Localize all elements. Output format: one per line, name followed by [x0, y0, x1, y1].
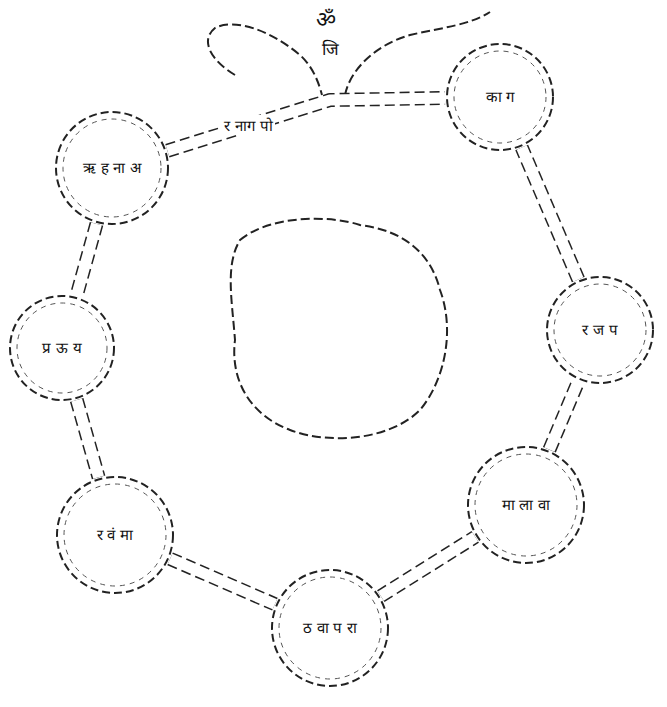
yantra-circle: का ग — [445, 42, 555, 152]
circle-inner-ring — [454, 51, 546, 143]
band-outline — [381, 537, 475, 596]
circle-ring — [56, 112, 168, 224]
yantra-circle: मा ला वा — [466, 445, 586, 565]
band-text: र नाग पो — [222, 115, 275, 135]
serpent-left — [208, 24, 322, 95]
circle-ring — [57, 477, 173, 593]
band-fill — [381, 537, 475, 596]
circle-text: र वं मा — [76, 526, 154, 545]
circle-text: मा ला वा — [487, 496, 565, 515]
yantra-circle: ऋ ह ना अ — [54, 110, 170, 226]
circle-ring — [272, 570, 388, 686]
band-outline — [77, 224, 97, 296]
band-fill — [77, 224, 97, 296]
yantra-circle: र ज प — [545, 275, 655, 385]
yantra-circle: प्र ऊ य — [8, 294, 116, 402]
circle-ring — [10, 296, 114, 400]
circle-text: का ग — [464, 88, 536, 107]
band-connector — [77, 224, 97, 296]
band-outline — [170, 559, 275, 604]
circle-ring — [547, 277, 653, 383]
band-fill — [170, 559, 275, 604]
band-connector — [522, 148, 579, 280]
circle-inner-ring — [17, 303, 107, 393]
band-fill — [167, 98, 445, 151]
circle-inner-ring — [64, 484, 166, 586]
band-fill — [522, 148, 579, 280]
band-fill — [549, 381, 578, 450]
band-outline — [167, 98, 445, 151]
band-connector — [549, 381, 578, 450]
band-outline — [522, 148, 579, 280]
circle-text: ठ वा प रा — [291, 619, 369, 638]
circle-inner-ring — [63, 119, 161, 217]
serpent-right — [345, 12, 490, 95]
band-outline — [549, 381, 578, 450]
circle-inner-ring — [554, 284, 646, 376]
band-connector — [77, 400, 99, 477]
circle-inner-ring — [475, 454, 577, 556]
band-connector — [381, 537, 475, 596]
circle-text: ऋ ह ना अ — [75, 159, 150, 178]
mantra-syllable: ॐ — [314, 3, 338, 33]
circle-ring — [468, 447, 584, 563]
yantra-circle: र वं मा — [55, 475, 175, 595]
central-cloud — [231, 219, 447, 438]
circle-inner-ring — [279, 577, 381, 679]
yantra-circle: ठ वा प रा — [270, 568, 390, 688]
band-outline — [77, 400, 99, 477]
band-connector — [167, 98, 445, 151]
band-connector — [170, 559, 275, 604]
circle-text: र ज प — [564, 321, 636, 340]
circle-text: प्र ऊ य — [27, 339, 97, 358]
band-fill — [77, 400, 99, 477]
mantra-syllable: जि — [320, 37, 341, 60]
circle-ring — [447, 44, 553, 150]
